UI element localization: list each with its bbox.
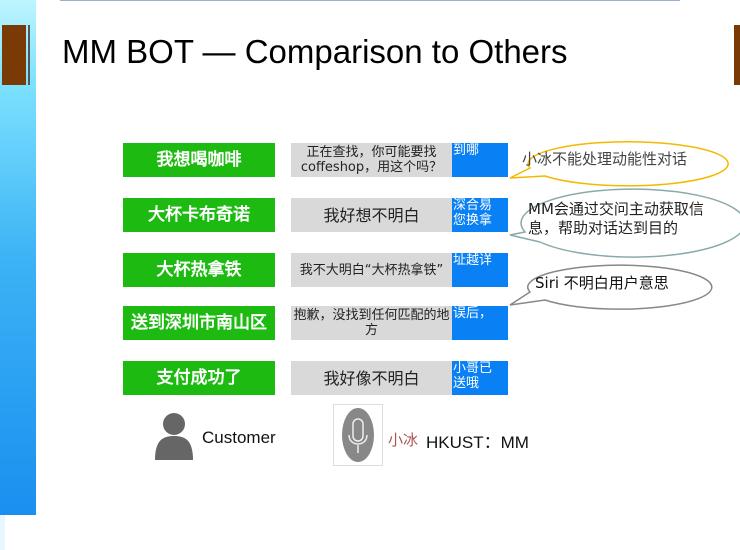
callout-xiaobing [509, 141, 729, 187]
customer-message: 我想喝咖啡 [123, 143, 275, 177]
person-icon [155, 413, 193, 460]
divider [60, 0, 680, 1]
mm-reply: 址越详 [452, 253, 508, 287]
siri-reply: 我好想不明白 [291, 198, 452, 232]
siri-icon-frame [333, 404, 383, 466]
siri-reply: 我不大明白“大杯热拿铁” [291, 253, 452, 287]
siri-reply: 正在查找，你可能要找coffeshop，用这个吗？ [291, 143, 452, 177]
callout-xiaobing-text: 小冰不能处理动能性对话 [522, 150, 688, 168]
legend-mm: HKUST：MM [426, 433, 529, 452]
decor-bar [28, 25, 30, 85]
mm-reply: 深合易 您换拿 [452, 198, 508, 232]
callout-mm [509, 188, 740, 258]
slide-title: MM BOT — Comparison to Others [62, 33, 568, 70]
microphone-icon [342, 408, 374, 462]
siri-reply: 我好像不明白 [291, 361, 452, 395]
customer-message: 送到深圳市南山区 [123, 306, 275, 340]
callout-siri-text: Siri 不明白用户意思 [535, 274, 669, 292]
callout-siri [509, 264, 713, 310]
customer-message: 大杯卡布奇诺 [123, 198, 275, 232]
siri-reply: 抱歉，没找到任何匹配的地方 [291, 306, 452, 340]
legend-xiaobing: 小冰 [388, 431, 419, 449]
decor-block [734, 25, 740, 85]
mm-reply: 到哪 [452, 143, 508, 177]
mm-reply: 小哥已 送哦 [452, 361, 508, 395]
decor-block [2, 25, 26, 85]
mm-reply: 误后， [452, 306, 508, 340]
legend-customer: Customer [202, 428, 276, 447]
customer-message: 支付成功了 [123, 361, 275, 395]
callout-mm-text: MM会通过交问主动获取信息，帮助对话达到目的 [528, 200, 704, 237]
customer-message: 大杯热拿铁 [123, 253, 275, 287]
decor-stripe-blue [0, 0, 36, 515]
